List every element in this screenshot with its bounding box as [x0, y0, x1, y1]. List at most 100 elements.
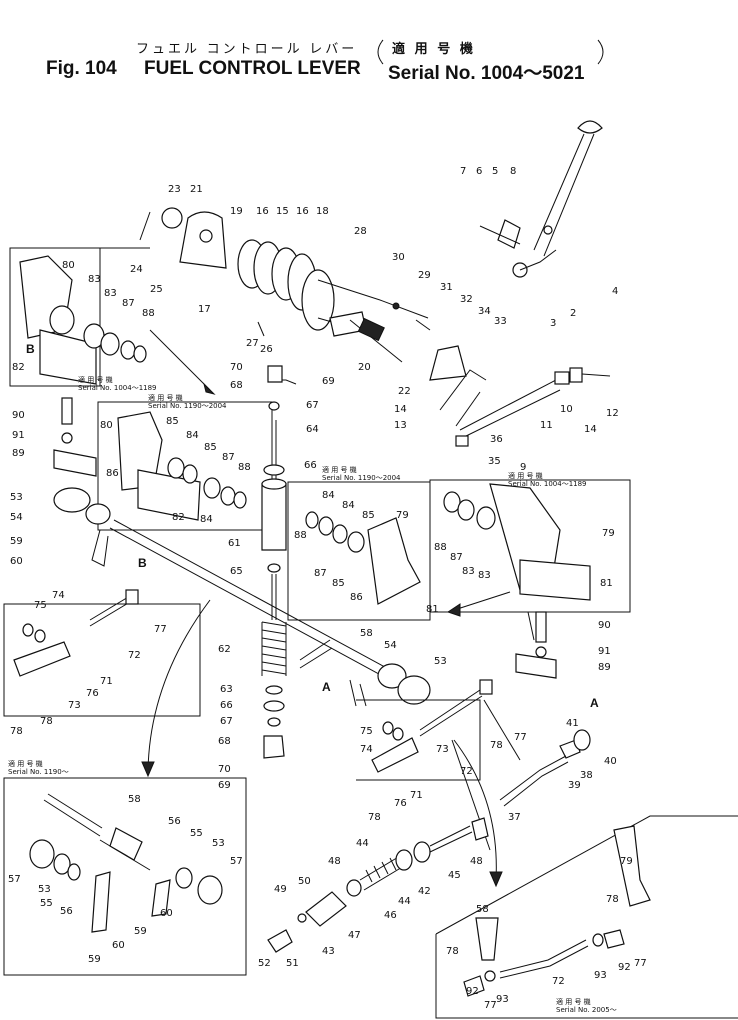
part-callout: 24: [130, 264, 143, 275]
part-callout: 81: [600, 578, 613, 589]
part-callout: 87: [222, 452, 235, 463]
part-callout: 78: [606, 894, 619, 905]
part-callout: 85: [204, 442, 217, 453]
part-callout: 46: [384, 910, 397, 921]
part-callout: 78: [490, 740, 503, 751]
part-callout: 76: [394, 798, 407, 809]
part-callout: 33: [494, 316, 507, 327]
part-callout: 85: [362, 510, 375, 521]
part-callout: 79: [602, 528, 615, 539]
part-callout: 76: [86, 688, 99, 699]
part-callout: 52: [258, 958, 271, 969]
lever-group-1190: [3, 777, 247, 976]
part-callout: 77: [154, 624, 167, 635]
part-callout: 25: [150, 284, 163, 295]
part-callout: 51: [286, 958, 299, 969]
part-callout: 64: [306, 424, 319, 435]
part-callout: 87: [314, 568, 327, 579]
part-callout: 84: [342, 500, 355, 511]
part-callout: 91: [598, 646, 611, 657]
lever-group-left: [3, 589, 201, 717]
bracket-group-1190-2004: [97, 401, 273, 531]
part-callout: 31: [440, 282, 453, 293]
part-callout: 74: [360, 744, 373, 755]
main-shaft: [53, 487, 431, 707]
part-callout: 28: [354, 226, 367, 237]
part-callout: 58: [360, 628, 373, 639]
part-callout: 55: [190, 828, 203, 839]
serial-note-text: Serial No. 1004～1189: [78, 384, 157, 392]
part-callout: 86: [350, 592, 363, 603]
part-callout: 50: [298, 876, 311, 887]
part-callout: 60: [10, 556, 23, 567]
part-callout: 92: [466, 986, 479, 997]
bracket-group-1004-1189: [9, 247, 216, 395]
figure-number: Fig. 104: [46, 58, 117, 79]
part-callout: 78: [446, 946, 459, 957]
part-callout: 49: [274, 884, 287, 895]
part-callout: 60: [112, 940, 125, 951]
view-letter: A: [590, 696, 599, 710]
drum-assembly: [139, 207, 429, 363]
part-callout: 32: [460, 294, 473, 305]
serial-note-text: Serial No. 1190～2004: [148, 402, 227, 410]
part-callout: 79: [620, 856, 633, 867]
part-callout: 68: [230, 380, 243, 391]
part-callout: 66: [304, 460, 317, 471]
part-callout: 58: [128, 794, 141, 805]
part-callout: 84: [322, 490, 335, 501]
part-callout: 62: [218, 644, 231, 655]
part-callout: 55: [40, 898, 53, 909]
part-callout: 77: [484, 1000, 497, 1011]
part-callout: 93: [496, 994, 509, 1005]
part-callout: 60: [160, 908, 173, 919]
part-callout: 58: [476, 904, 489, 915]
rod-spring-assembly: [267, 817, 489, 953]
view-letter: B: [26, 342, 35, 356]
part-callout: 69: [218, 780, 231, 791]
part-callout: 88: [142, 308, 155, 319]
part-callout: 72: [552, 976, 565, 987]
part-callout: 93: [594, 970, 607, 981]
serial-note-jp: 適 用 号 機: [508, 472, 543, 480]
lever-group-right: [356, 679, 591, 851]
part-callout: 35: [488, 456, 501, 467]
part-callout: 82: [172, 512, 185, 523]
part-callout: 78: [40, 716, 53, 727]
part-callout: 90: [598, 620, 611, 631]
part-callout: 26: [260, 344, 273, 355]
part-callout: 89: [12, 448, 25, 459]
bolt-block-right: [515, 611, 557, 679]
part-callout: 7: [460, 166, 467, 177]
part-callout: 42: [418, 886, 431, 897]
part-callout: 61: [228, 538, 241, 549]
part-callout: 65: [230, 566, 243, 577]
part-callout: 80: [100, 420, 113, 431]
serial-note-jp: 適 用 号 機: [8, 760, 43, 768]
part-callout: 56: [60, 906, 73, 917]
part-callout: 23: [168, 184, 181, 195]
japanese-serial-label: 適 用 号 機: [392, 41, 476, 56]
part-callout: 71: [100, 676, 113, 687]
part-callout: 69: [322, 376, 335, 387]
part-callout: 57: [8, 874, 21, 885]
part-callout: 89: [598, 662, 611, 673]
part-callout: 91: [12, 430, 25, 441]
part-callout: 54: [10, 512, 23, 523]
part-callout: 12: [606, 408, 619, 419]
part-callout: 78: [10, 726, 23, 737]
part-callout: 21: [190, 184, 203, 195]
part-callout: 59: [10, 536, 23, 547]
part-callout: 87: [122, 298, 135, 309]
part-callout: 73: [68, 700, 81, 711]
serial-note-text: Serial No. 1190～: [8, 768, 69, 776]
part-callout: 88: [434, 542, 447, 553]
part-callout: 57: [230, 856, 243, 867]
part-callout: 73: [436, 744, 449, 755]
part-callout: 87: [450, 552, 463, 563]
part-callout: 84: [186, 430, 199, 441]
part-callout: 90: [12, 410, 25, 421]
part-callout: 54: [384, 640, 397, 651]
part-callout: 15: [276, 206, 289, 217]
part-callout: 22: [398, 386, 411, 397]
